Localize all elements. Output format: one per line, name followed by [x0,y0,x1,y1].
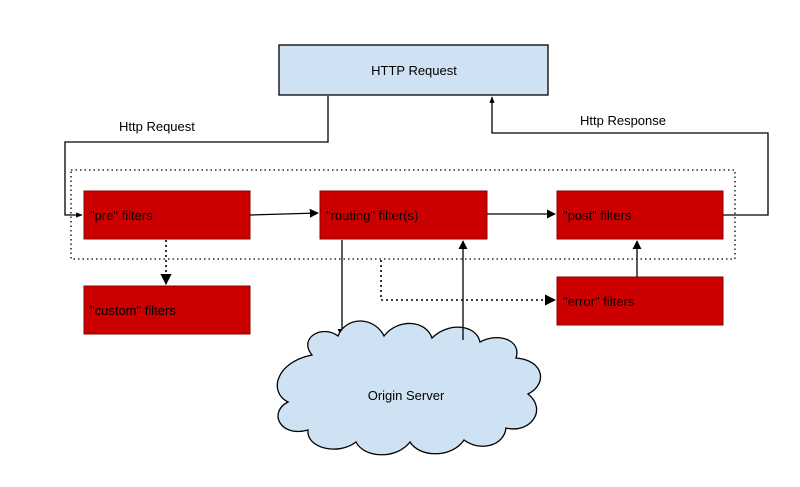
http-request-edge [64,96,329,218]
http-response-edge-label: Http Response [580,113,666,128]
post-filters-box [556,190,724,240]
http-response-edge [489,96,769,216]
origin-server-label: Origin Server [368,388,445,403]
error-filters-label: "error" filters [563,294,635,309]
custom-filters-box [83,285,251,335]
pre-to-routing-arrow [249,208,319,218]
pre-filters-label: "pre" filters [90,208,153,223]
routing-filters-box [319,190,488,240]
error-filters-box [556,276,724,326]
custom-filters-label: "custom" filters [90,303,176,318]
http-request-box-label: HTTP Request [371,63,457,78]
to-error-arrow [380,260,557,306]
filter-chain-boundary [70,169,736,260]
routing-filters-label: "routing" filter(s) [326,208,418,223]
origin-server-cloud [276,320,542,456]
post-filters-label: "post" filters [563,208,632,223]
http-request-box [278,44,549,96]
http-request-edge-label: Http Request [119,119,195,134]
